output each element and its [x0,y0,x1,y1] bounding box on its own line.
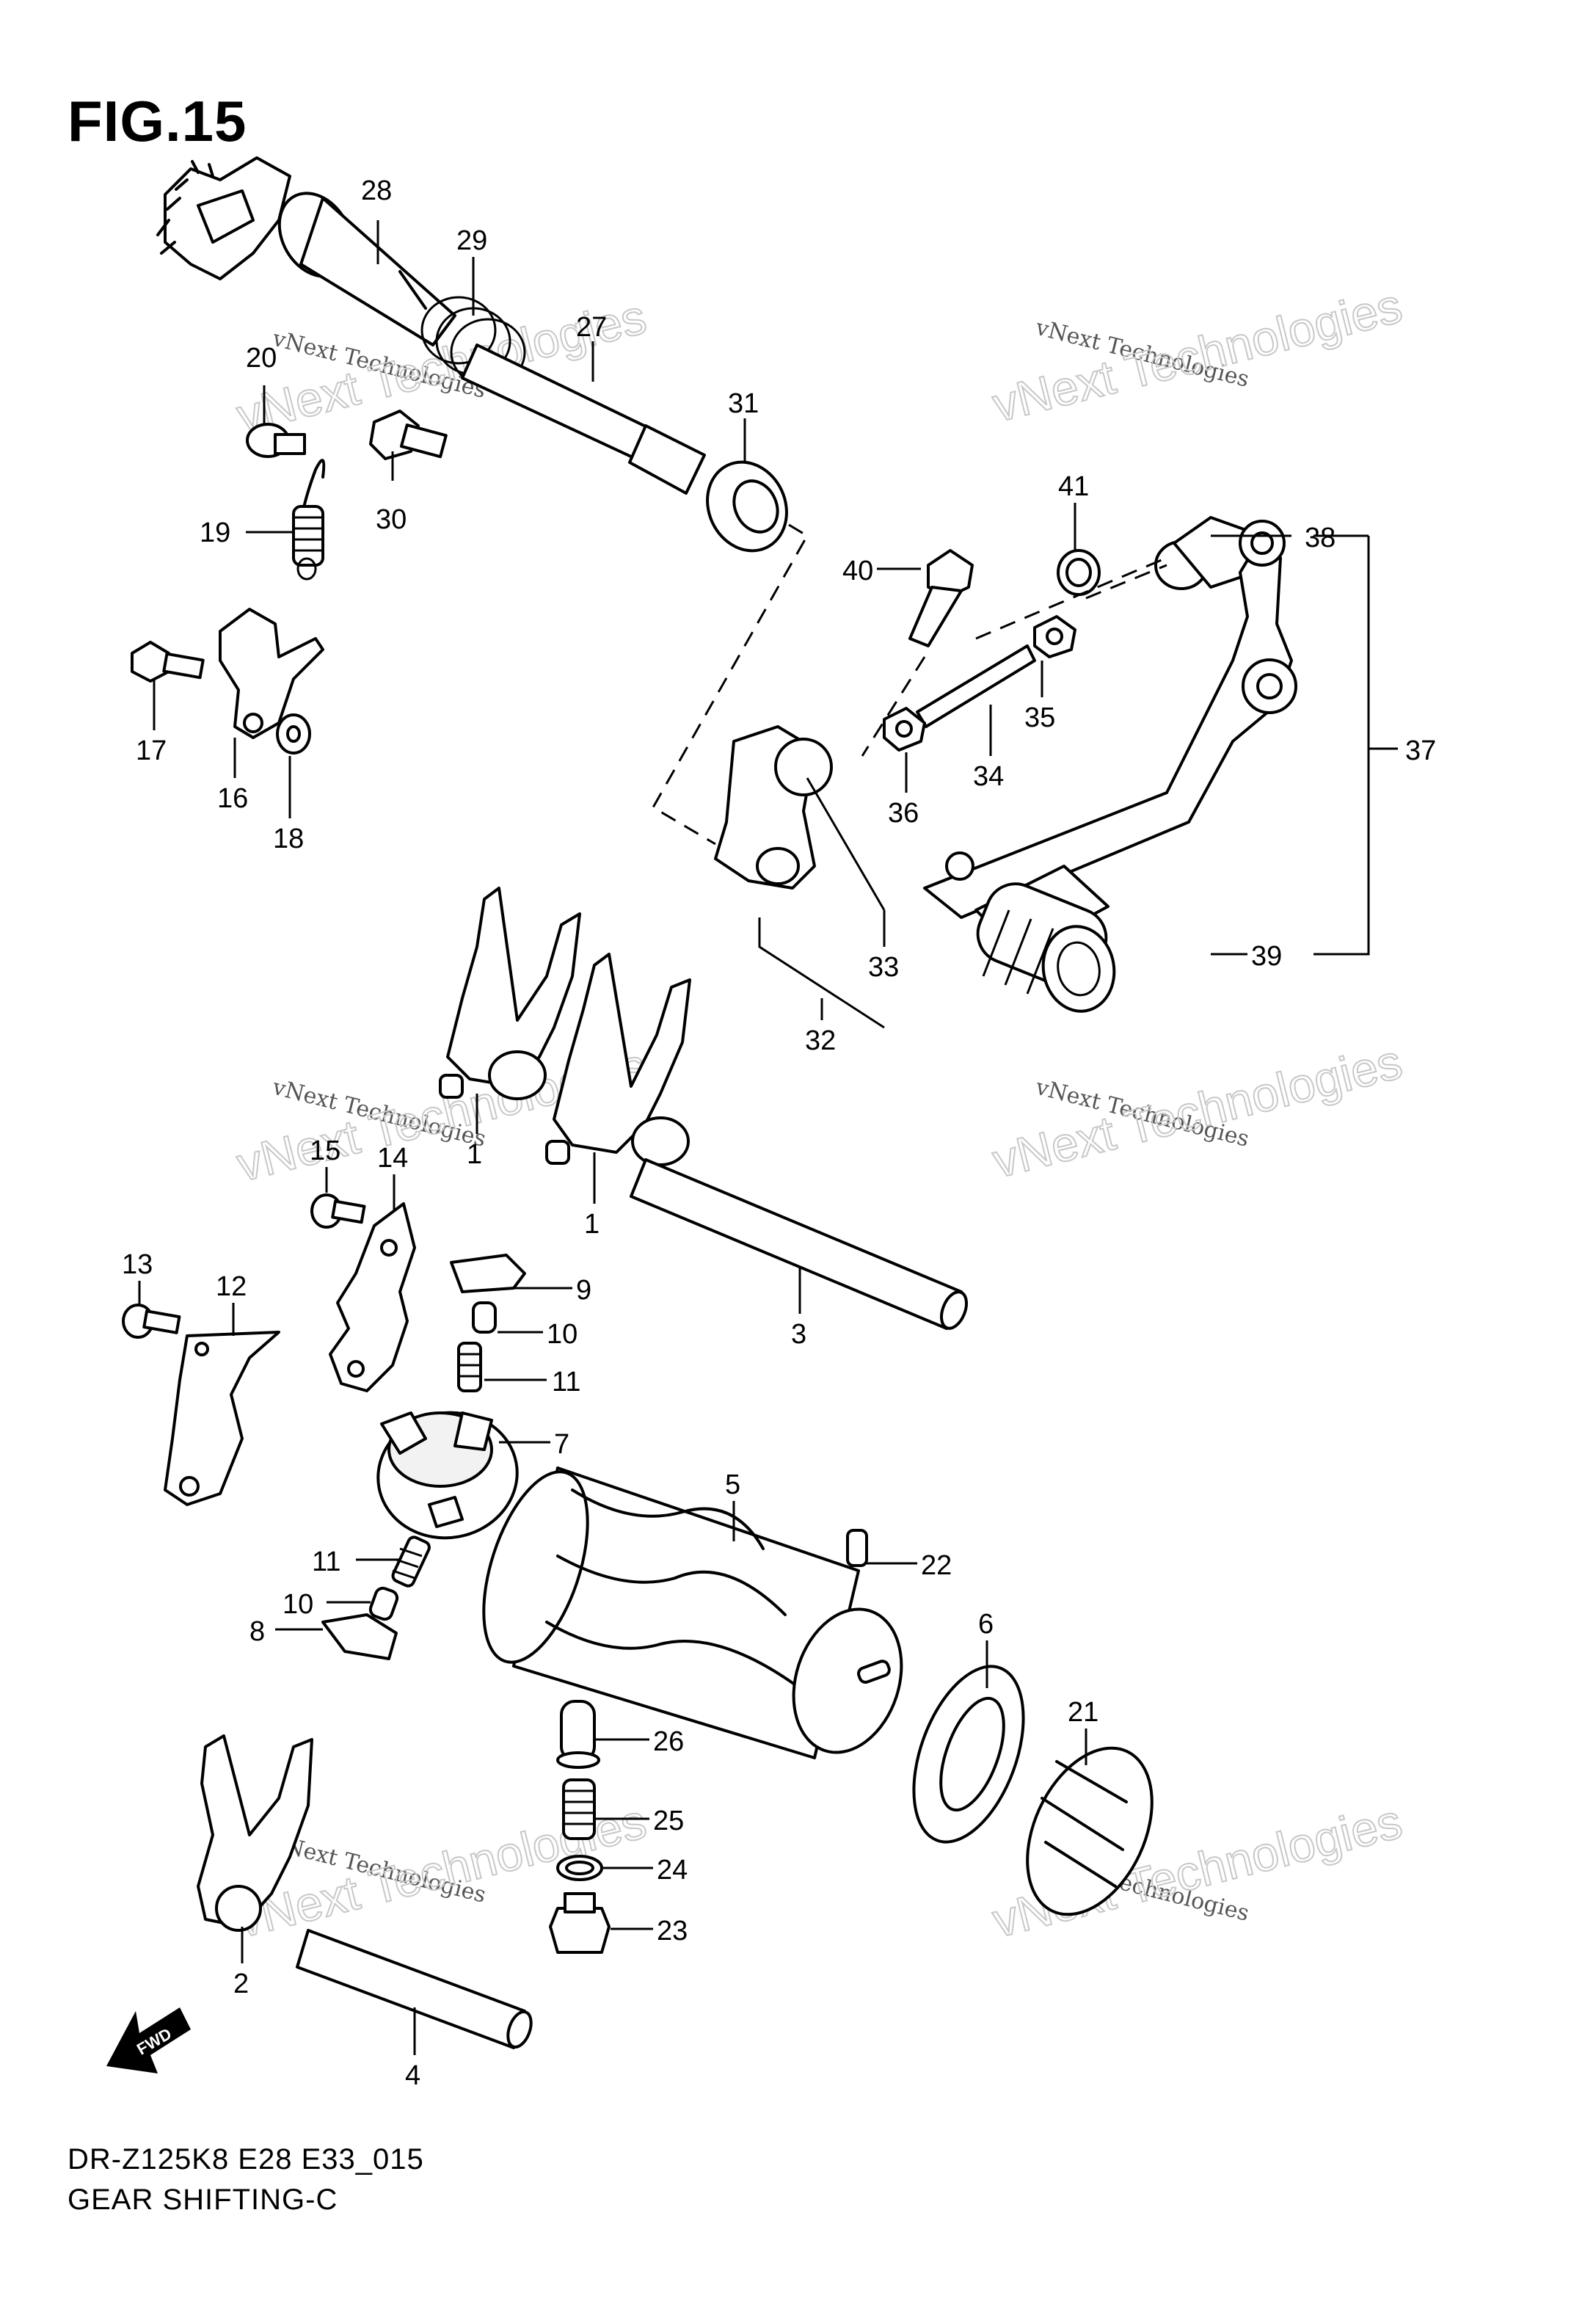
part-23-plug-bolt [549,1892,611,1954]
callout-3: 3 [791,1319,806,1350]
part-4-fork-shaft [296,1929,533,2049]
callout-14: 14 [377,1143,408,1174]
fwd-direction-arrow: FWD [106,2007,191,2073]
part-20-bolt [246,423,306,458]
part-21-cam-stopper-plate [1026,1746,1154,1916]
callout-16: 16 [217,783,248,814]
part-11-spring-upper [457,1342,482,1392]
part-6-washer [912,1665,1025,1844]
part-25-spring [562,1778,596,1840]
part-31-oil-seal [706,460,788,553]
callout-8: 8 [249,1616,265,1647]
callout-25: 25 [653,1806,684,1836]
callout-37: 37 [1405,735,1436,766]
callout-26: 26 [653,1726,684,1757]
callout-18: 18 [273,824,304,854]
callout-11-upper: 11 [552,1367,580,1397]
callout-28: 28 [361,175,392,206]
callout-12: 12 [216,1271,247,1302]
leader-lines [138,220,1398,2055]
part-39-footrest-pedal [945,851,1116,1013]
callout-41: 41 [1058,471,1089,502]
callout-30: 30 [376,504,407,535]
callout-2: 2 [233,1969,249,1999]
callout-35: 35 [1024,702,1055,733]
part-22-pin [846,1529,868,1567]
callout-31: 31 [728,388,759,419]
callout-23: 23 [657,1916,688,1946]
figure-title: FIG.15 [68,89,247,153]
part-10-pin-upper [472,1301,497,1334]
callout-13: 13 [122,1249,153,1280]
callout-39: 39 [1251,941,1282,972]
part-14-cam-guide [329,1202,416,1392]
part-1-shift-fork-right [545,953,691,1166]
watermark-top-right: vNext Technologies vNext Technologies [986,277,1407,433]
part-24-o-ring [556,1855,603,1881]
model-code: DR-Z125K8 E28 E33_015 [68,2143,424,2175]
part-3-fork-shaft [630,1158,968,1330]
part-40-bolt [908,549,974,647]
watermark-logo-text: vNext Technologies [987,278,1407,432]
callout-34: 34 [973,761,1004,792]
callout-33: 33 [868,952,899,983]
callout-1-right: 1 [584,1209,600,1240]
callout-11-lower: 11 [312,1546,340,1577]
part-26-plug [556,1700,600,1769]
part-30-stopper-bolt [369,410,448,460]
part-10-pin-lower [368,1586,399,1621]
callout-10-lower: 10 [283,1589,313,1620]
callout-20: 20 [246,343,277,374]
callout-1-left: 1 [467,1139,482,1170]
callout-27: 27 [576,312,607,343]
diagram-caption: GEAR SHIFTING-C [68,2184,338,2216]
part-2-shift-fork [197,1734,313,1932]
part-41-circlip [1057,549,1101,596]
callout-9: 9 [576,1275,591,1306]
callout-32: 32 [805,1025,836,1056]
part-35-nut [1033,615,1076,658]
watermark-logo-text: vNext Technologies [987,1034,1407,1188]
callout-17: 17 [136,735,167,766]
part-27-shift-shaft [461,343,706,495]
part-13-screw [122,1304,181,1339]
callout-38: 38 [1305,523,1336,553]
part-28-shift-shaft-arm [156,156,456,346]
part-8-pawl [321,1613,398,1660]
callout-21: 21 [1068,1697,1098,1728]
part-17-bolt [131,641,205,683]
part-5-gearshift-cam [482,1466,903,1759]
part-19-spring [292,459,326,581]
callout-19: 19 [200,517,230,548]
part-16-stopper-plate [219,608,324,739]
callout-labels: 28 29 27 31 20 30 19 17 16 18 40 41 38 3… [122,175,1436,2091]
part-12-pawl-lifter [164,1331,280,1506]
callout-15: 15 [310,1135,340,1166]
part-7-cam-driven-gear [376,1411,519,1540]
callout-40: 40 [842,556,873,586]
part-32-gearshift-arm [714,725,833,890]
callout-6: 6 [978,1609,994,1640]
part-36-nut [883,707,926,752]
callout-4: 4 [405,2060,420,2091]
callout-24: 24 [657,1855,688,1886]
callout-10-upper: 10 [547,1319,577,1350]
part-9-pawl [450,1254,526,1293]
part-15-screw [310,1193,366,1229]
callout-7: 7 [554,1429,569,1460]
part-18-washer [276,713,311,755]
callout-36: 36 [888,798,919,829]
part-11-spring-lower [391,1535,431,1588]
callout-22: 22 [921,1550,952,1581]
callout-29: 29 [456,225,487,256]
callout-5: 5 [725,1469,740,1500]
watermark-middle-right: vNext Technologies vNext Technologies [986,1033,1407,1189]
part-1-shift-fork-left [439,887,581,1100]
part-34-rod-bolt [916,644,1036,728]
assembly-guide-lines [651,523,1167,846]
